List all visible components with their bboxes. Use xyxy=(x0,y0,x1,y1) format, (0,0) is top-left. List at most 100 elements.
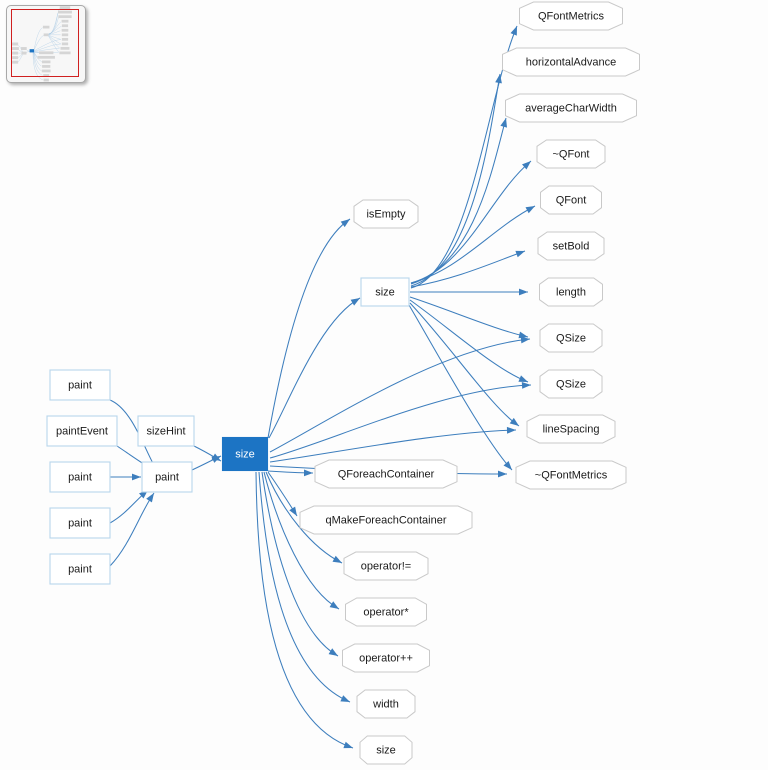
minimap-node xyxy=(43,33,49,37)
minimap-node xyxy=(21,47,27,51)
nodes-layer: paint paintEvent paint paint paint sizeHint pa… xyxy=(46,1,640,765)
graph-node-paint[interactable]: paint xyxy=(49,369,111,401)
graph-node-isempty[interactable]: isEmpty xyxy=(353,199,419,229)
graph-node-qfontmetrics[interactable]: ~QFontMetrics xyxy=(515,460,627,490)
node-shape[interactable] xyxy=(526,414,616,444)
graph-node-paint[interactable]: paint xyxy=(49,507,111,539)
graph-node-length[interactable]: length xyxy=(539,277,603,307)
node-shape[interactable] xyxy=(356,689,416,719)
call-edge xyxy=(265,471,343,564)
node-shape[interactable] xyxy=(343,551,429,581)
node-shape[interactable] xyxy=(345,597,427,627)
minimap-node xyxy=(38,51,54,55)
minimap-edge xyxy=(33,52,42,67)
minimap-node xyxy=(37,55,55,59)
minimap-node xyxy=(58,15,72,19)
call-edge xyxy=(410,205,536,284)
node-shape[interactable] xyxy=(536,139,606,169)
minimap-edge xyxy=(33,52,42,62)
node-shape[interactable] xyxy=(299,505,473,535)
minimap-node xyxy=(12,56,19,60)
graph-node-paintevent[interactable]: paintEvent xyxy=(46,415,118,447)
node-shape[interactable] xyxy=(49,369,111,401)
graph-node-linespacing[interactable]: lineSpacing xyxy=(526,414,616,444)
minimap-edge xyxy=(48,35,61,44)
minimap-edge xyxy=(48,8,60,35)
call-edge xyxy=(269,382,532,459)
minimap-edge xyxy=(33,52,43,76)
graph-node-setbold[interactable]: setBold xyxy=(537,231,605,261)
minimap-edge xyxy=(26,49,30,52)
graph-node-size[interactable]: size xyxy=(359,735,413,765)
minimap-edge xyxy=(48,26,62,35)
node-shape[interactable] xyxy=(515,460,627,490)
node-shape[interactable] xyxy=(539,323,603,353)
graph-node-qfontmetrics[interactable]: QFontMetrics xyxy=(519,1,623,31)
node-shape[interactable] xyxy=(137,415,195,447)
minimap-edge xyxy=(18,54,23,58)
minimap-edge xyxy=(34,39,61,51)
call-edge xyxy=(191,455,222,471)
graph-node-qfont[interactable]: ~QFont xyxy=(536,139,606,169)
minimap-node xyxy=(61,42,69,46)
graph-node-operator[interactable]: operator++ xyxy=(342,643,430,673)
node-shape[interactable] xyxy=(502,47,640,77)
graph-node-averagecharwidth[interactable]: averageCharWidth xyxy=(505,93,637,123)
graph-node-horizontaladvance[interactable]: horizontalAdvance xyxy=(502,47,640,77)
node-shape[interactable] xyxy=(539,277,603,307)
graph-node-paint[interactable]: paint xyxy=(49,461,111,493)
call-edge xyxy=(409,296,529,339)
minimap-node xyxy=(59,6,71,9)
graph-node-width[interactable]: width xyxy=(356,689,416,719)
call-edge xyxy=(267,471,298,517)
node-shape[interactable] xyxy=(505,93,637,123)
call-edge xyxy=(255,471,354,749)
node-shape[interactable] xyxy=(540,185,602,215)
node-shape[interactable] xyxy=(314,459,458,489)
call-edge xyxy=(109,492,155,567)
node-shape[interactable] xyxy=(360,277,410,307)
graph-node-qforeachcontainer[interactable]: QForeachContainer xyxy=(314,459,458,489)
minimap-nodes xyxy=(11,6,72,82)
graph-node-size[interactable]: size xyxy=(360,277,410,307)
graph-node-qsize[interactable]: QSize xyxy=(539,323,603,353)
graph-node-qsize[interactable]: QSize xyxy=(539,369,603,399)
minimap-edge xyxy=(48,35,60,49)
minimap-edge xyxy=(48,36,60,53)
node-shape[interactable] xyxy=(519,1,623,31)
node-shape[interactable] xyxy=(353,199,419,229)
graph-node-paint[interactable]: paint xyxy=(49,553,111,585)
graph-node-qfont[interactable]: QFont xyxy=(540,185,602,215)
node-shape[interactable] xyxy=(49,553,111,585)
minimap-node xyxy=(41,60,51,64)
node-shape[interactable] xyxy=(537,231,605,261)
minimap-node xyxy=(59,51,71,55)
minimap-edge xyxy=(32,52,43,80)
node-shape[interactable] xyxy=(342,643,430,673)
graph-node-paint[interactable]: paint xyxy=(141,461,193,493)
graph-node-operator[interactable]: operator!= xyxy=(343,551,429,581)
graph-node-size[interactable]: size xyxy=(221,436,269,472)
overview-minimap[interactable] xyxy=(6,5,86,83)
minimap-node xyxy=(12,42,19,46)
node-shape[interactable] xyxy=(359,735,413,765)
call-edge xyxy=(267,218,351,439)
node-shape[interactable] xyxy=(221,436,269,472)
minimap-node xyxy=(61,28,69,32)
call-edge xyxy=(269,426,517,463)
graph-node-operator[interactable]: operator* xyxy=(345,597,427,627)
node-shape[interactable] xyxy=(49,461,111,493)
node-shape[interactable] xyxy=(49,507,111,539)
call-edge xyxy=(410,73,502,287)
minimap-node xyxy=(41,69,51,73)
node-shape[interactable] xyxy=(539,369,603,399)
graph-node-qmakeforeachcontainer[interactable]: qMakeForeachContainer xyxy=(299,505,473,535)
call-edge xyxy=(109,489,149,524)
node-shape[interactable] xyxy=(141,461,193,493)
graph-node-sizehint[interactable]: sizeHint xyxy=(137,415,195,447)
minimap-graph xyxy=(11,6,72,82)
minimap-edge xyxy=(33,52,42,71)
node-shape[interactable] xyxy=(46,415,118,447)
